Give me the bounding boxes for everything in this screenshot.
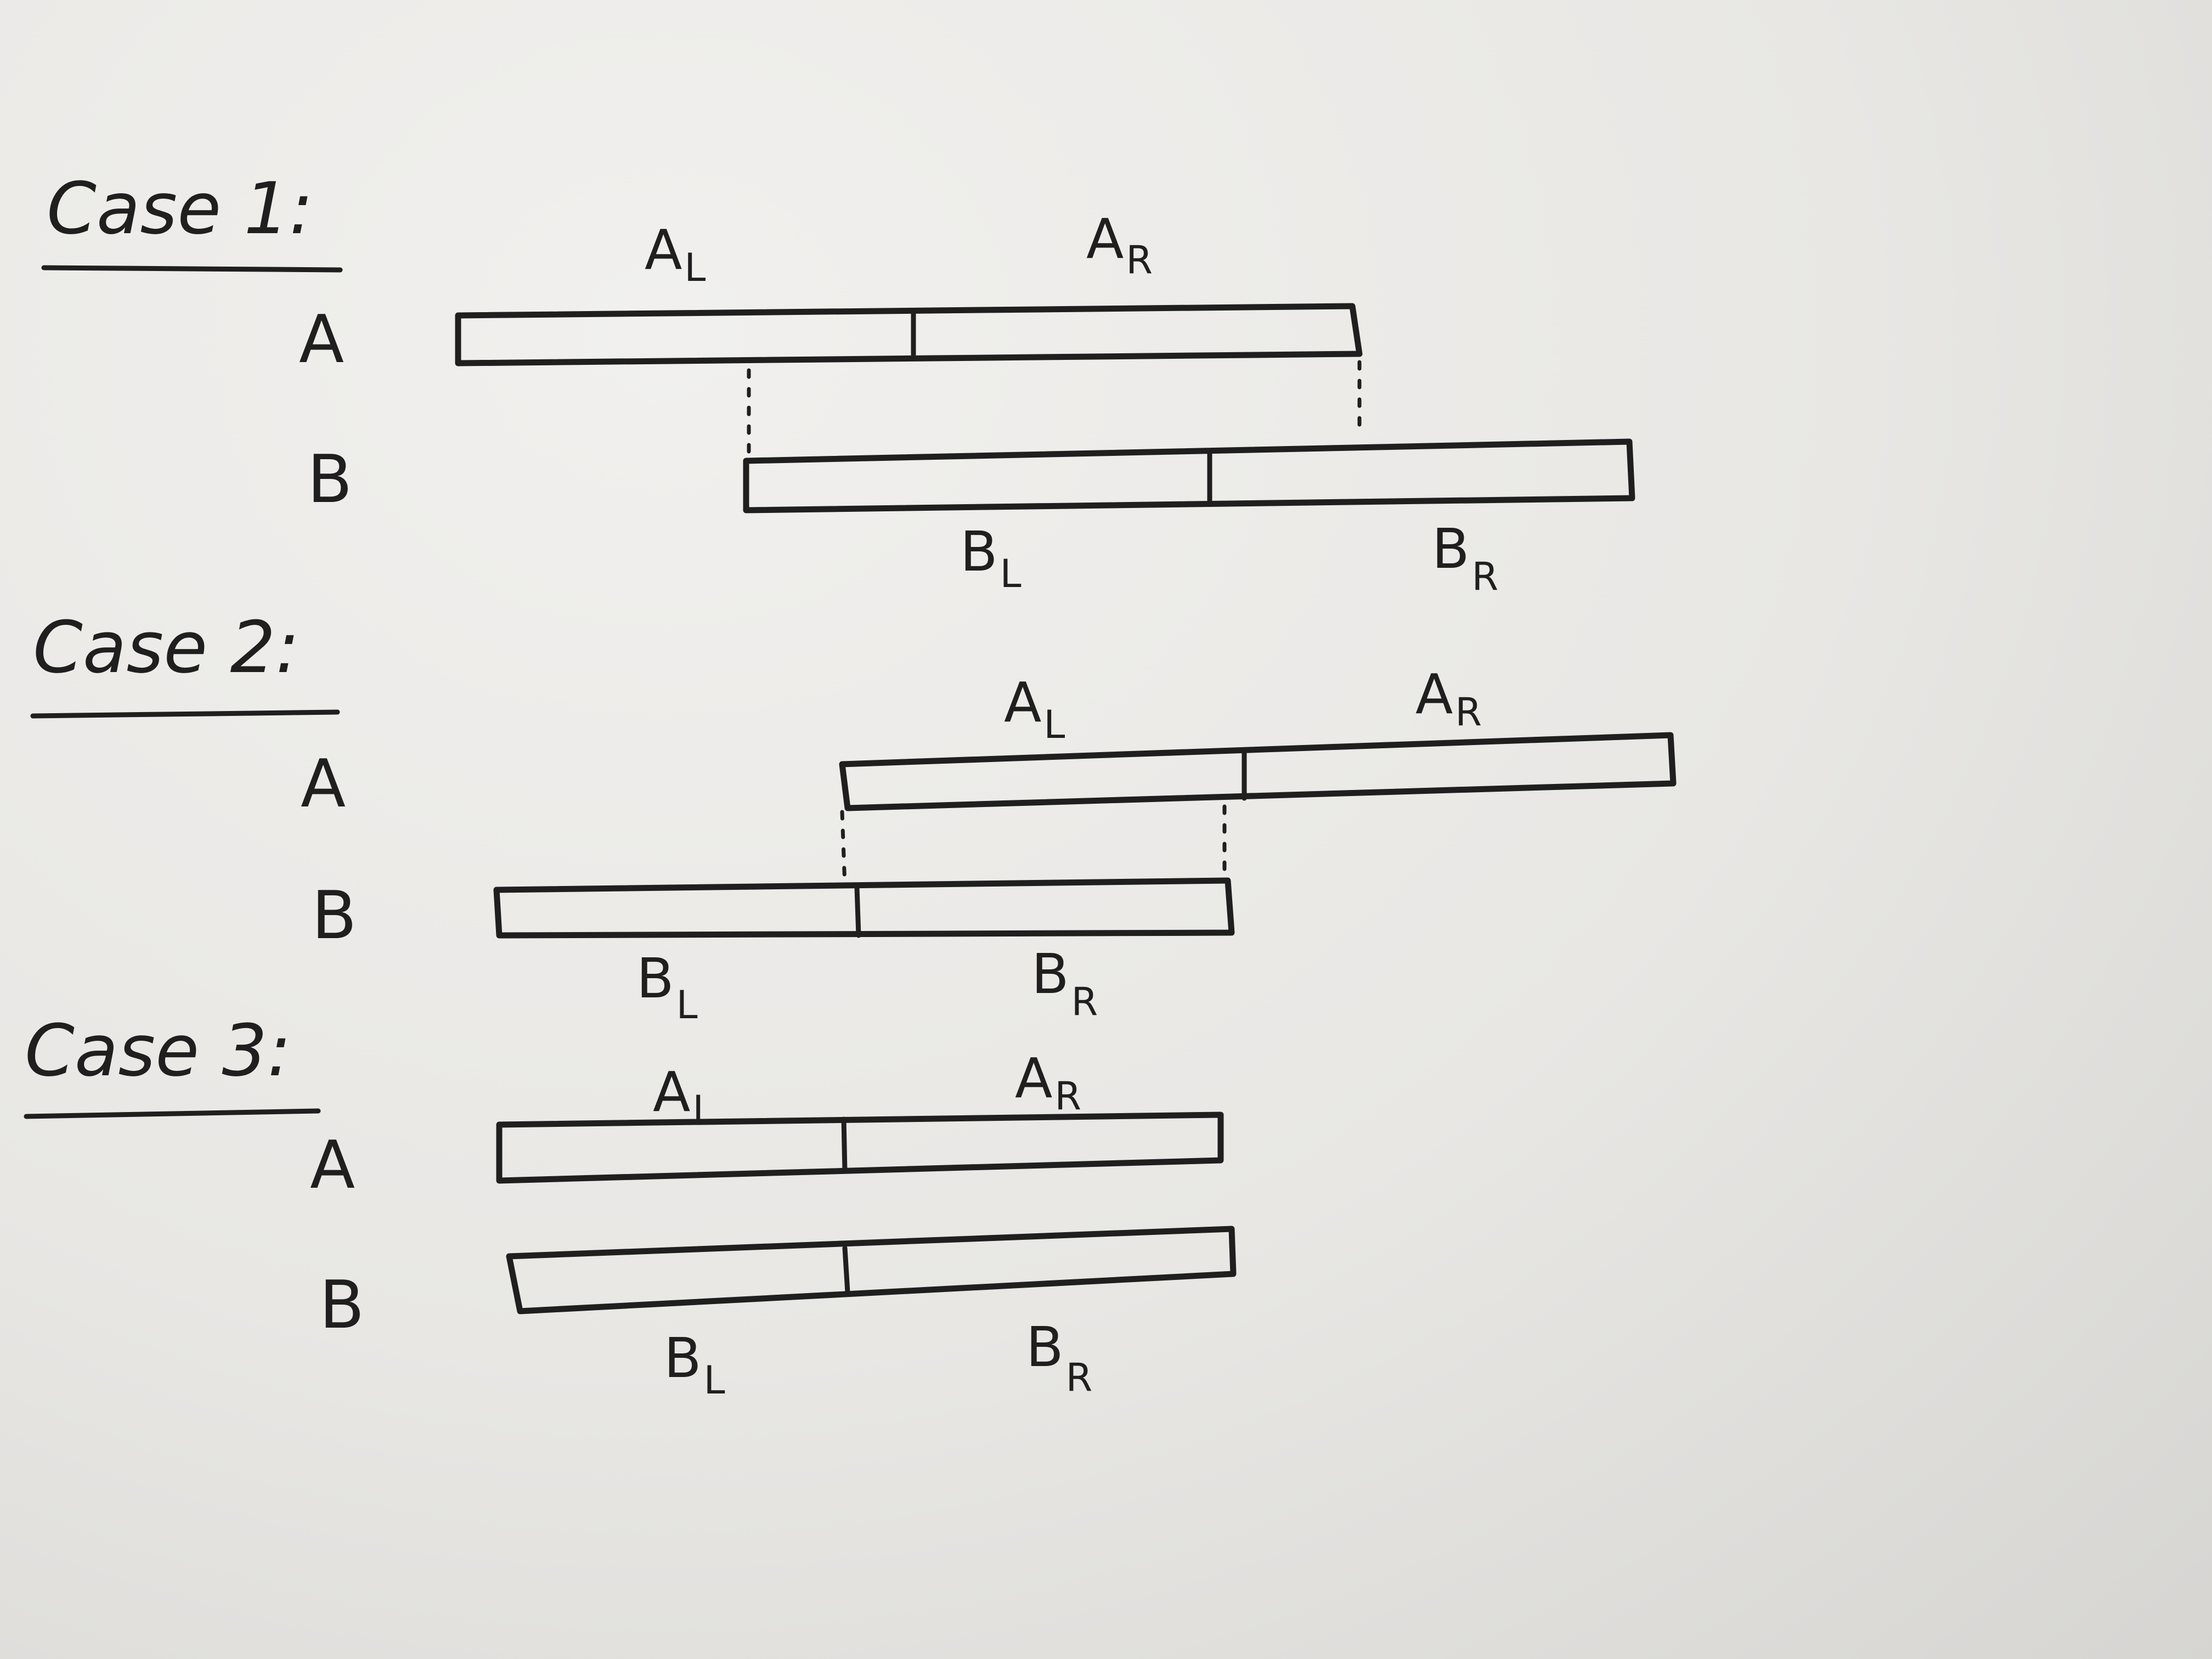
case-3-b-left-label: BL: [664, 1326, 725, 1403]
case-1-a-left-label: AL: [645, 218, 706, 290]
case-3-row-a-label: A: [310, 1127, 355, 1204]
case-3-bar-b: [506, 1226, 1237, 1314]
case-1-bar-a: [455, 303, 1363, 366]
case-1-title: Case 1:: [47, 167, 313, 250]
case-2-b-right-label: BR: [1031, 942, 1098, 1024]
case-1-a-right-main: A: [1086, 207, 1124, 271]
case-2-a-right-sub: R: [1455, 690, 1482, 735]
case-2-connector-left: [840, 810, 847, 888]
case-2: Case 2: A AL AR B BL BR: [30, 606, 1677, 1028]
case-1-a-left-sub: L: [684, 245, 706, 290]
case-1-a-right-label: AR: [1086, 207, 1153, 283]
case-1: Case 1: A AL AR B BL BR: [41, 167, 1635, 599]
case-3-bar-a: [496, 1111, 1224, 1184]
case-3-bar-b-split: [842, 1245, 850, 1295]
case-1-row-b-label: B: [307, 442, 352, 518]
case-1-underline: [41, 265, 343, 273]
case-3-a-left-main: A: [653, 1060, 690, 1124]
case-1-row-a-label: A: [299, 302, 344, 378]
case-3-b-left-sub: L: [704, 1358, 725, 1403]
case-3-a-right-label: AR: [1015, 1046, 1081, 1119]
case-3-a-left-label: AL: [653, 1060, 714, 1132]
case-1-a-left-main: A: [645, 218, 682, 282]
case-1-a-right-sub: R: [1126, 238, 1153, 283]
case-1-b-left-main: B: [960, 520, 998, 584]
case-2-a-left-main: A: [1004, 670, 1041, 735]
case-2-b-right-sub: R: [1071, 979, 1098, 1024]
case-2-bar-b: [493, 877, 1235, 939]
case-3: Case 3: A AL AR B BL BR: [24, 1009, 1237, 1403]
case-3-a-left-sub: L: [692, 1087, 714, 1132]
case-1-b-right-sub: R: [1472, 554, 1499, 599]
case-3-title: Case 3:: [25, 1009, 291, 1092]
case-1-b-right-main: B: [1432, 517, 1470, 581]
case-3-b-left-main: B: [664, 1326, 702, 1390]
case-2-bar-b-split: [854, 885, 861, 938]
case-3-bar-a-split: [841, 1116, 848, 1174]
case-2-underline: [30, 709, 340, 719]
case-2-b-left-main: B: [636, 946, 674, 1011]
case-1-bar-b: [743, 438, 1635, 514]
case-3-a-right-main: A: [1015, 1046, 1052, 1110]
case-3-row-b-label: B: [319, 1267, 364, 1344]
case-1-b-left-label: BL: [960, 520, 1022, 596]
case-3-underline: [24, 1108, 321, 1119]
case-3-b-right-sub: R: [1066, 1355, 1093, 1400]
case-2-title: Case 2:: [33, 606, 300, 689]
case-1-b-left-sub: L: [1000, 551, 1022, 596]
case-2-row-b-label: B: [312, 878, 357, 954]
case-3-a-right-sub: R: [1054, 1074, 1081, 1119]
case-1-b-right-label: BR: [1432, 517, 1498, 599]
case-2-bar-a: [839, 732, 1677, 811]
case-2-row-a-label: A: [301, 746, 346, 822]
case-2-b-left-sub: L: [676, 983, 698, 1028]
case-2-a-left-sub: L: [1043, 702, 1065, 747]
case-2-a-right-label: AR: [1415, 662, 1482, 735]
case-3-b-right-main: B: [1026, 1315, 1064, 1379]
case-2-b-left-label: BL: [636, 946, 698, 1028]
case-2-b-right-main: B: [1031, 942, 1069, 1006]
case-2-a-right-main: A: [1415, 662, 1453, 726]
case-2-a-left-label: AL: [1004, 670, 1065, 747]
case-3-b-right-label: BR: [1026, 1315, 1092, 1400]
